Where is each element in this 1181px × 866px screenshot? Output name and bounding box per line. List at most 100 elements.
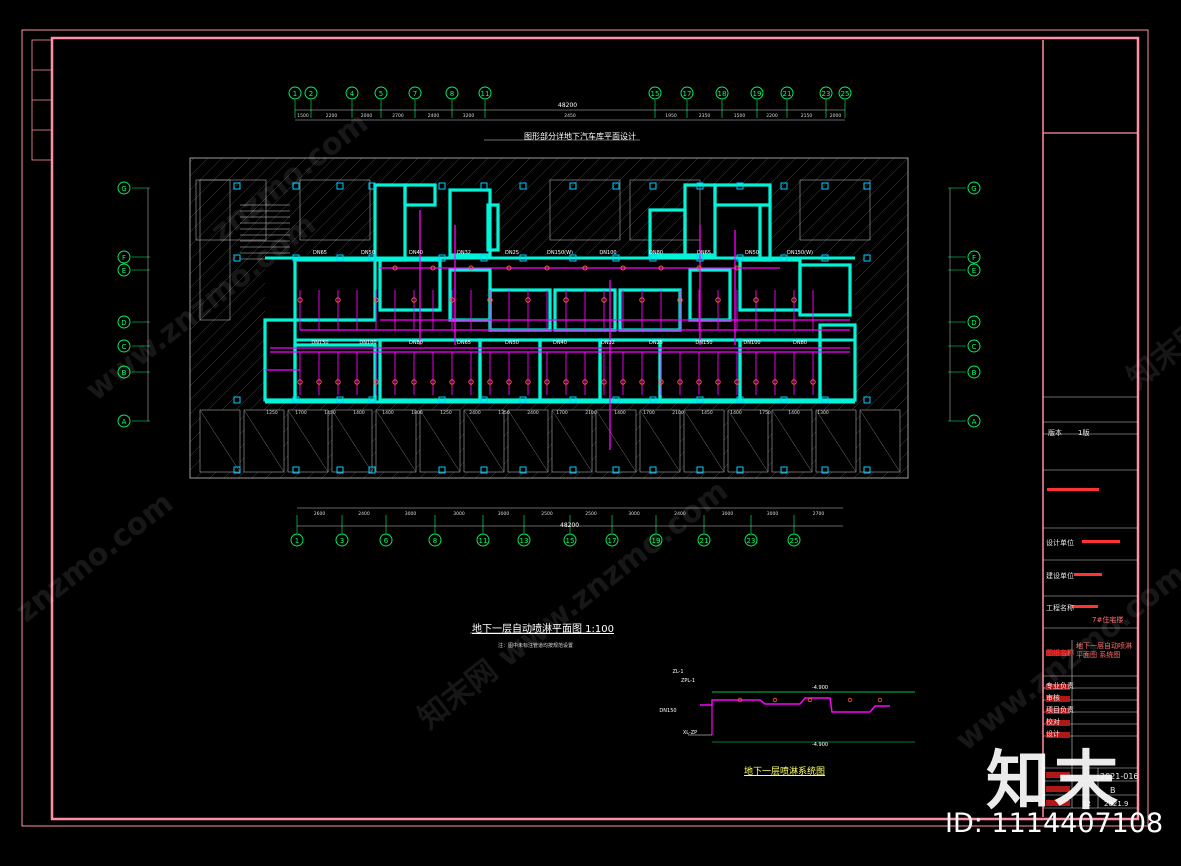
column [821,466,829,474]
core-upper-right [685,185,770,260]
column [438,254,446,262]
axis-label: 17 [683,90,692,98]
hatch-line [190,158,279,247]
tb-red-bar [1047,488,1099,491]
hatch-line [910,158,1181,478]
pipe-size-label: DN65 [457,340,471,346]
sprinkler-heads [297,265,816,385]
parking-diag [331,409,373,473]
dim-text-top: 1950 [665,113,677,119]
sprinkler-head [582,379,588,385]
column [336,396,344,404]
dim-text-bottom: 3000 [722,511,734,517]
dim-text-row: 1400 [353,410,365,416]
axis-bubble [967,263,981,277]
axis-label: A [122,418,127,426]
column [292,182,300,190]
pipe-size-label: DN50 [505,340,519,346]
hatch-line [0,158,166,478]
sprinkler-head [335,379,341,385]
hatch-line [952,158,1181,478]
system-pipe [700,697,890,713]
column [863,466,871,474]
tb-item-value: 7#住宅楼 [1092,616,1124,624]
sprinkler-head [411,297,417,303]
tb-row-4: 设计 [1046,730,1060,738]
column [233,254,241,262]
column [649,182,657,190]
sprinkler-head [411,379,417,385]
axis-label: 21 [783,90,792,98]
sprinkler-head [449,379,455,385]
sprinkler-head [677,379,683,385]
axis-label: 6 [384,537,389,545]
axis-label: G [121,185,126,193]
dim-text-row: 1700 [643,410,655,416]
column [233,182,241,190]
column [612,254,620,262]
dim-text-top: 2400 [428,113,440,119]
hatch-line [0,158,152,478]
tb-revision-label: 版本 [1048,429,1062,437]
dim-text-top: 3200 [463,113,475,119]
dim-text-top: 2150 [801,113,813,119]
tb-red-cell [1046,732,1070,738]
pipe-size-label: DN50 [745,250,759,256]
column [292,254,300,262]
parking-diag [727,409,769,473]
axis-bubble [374,86,388,100]
axis-bubble [117,263,131,277]
upper-room [195,179,267,241]
column [292,466,300,474]
column [612,182,620,190]
pipe-size-label: DN80 [409,340,423,346]
sprinkler-head [791,297,797,303]
axis-label: 15 [651,90,660,98]
tb-red-cell [1046,684,1070,690]
axis-label: 3 [340,537,344,545]
sprinkler-head [449,297,455,303]
sprinkler-head [772,379,778,385]
column [569,254,577,262]
sprinkler-head [620,379,626,385]
system-head [737,697,743,703]
dim-text-row: 1400 [614,410,626,416]
parking-diag [463,409,505,473]
axis-label: 11 [479,537,488,545]
image-id: ID: 1114407108 [945,808,1164,839]
sprinkler-head [487,379,493,385]
system-label: ZPL-1 [681,678,695,684]
axis-label: E [122,267,126,275]
system-label: -4.900 [812,742,828,748]
dim-text-top: 1500 [734,113,746,119]
sprinkler-head [734,379,740,385]
drawing-title: 地下一层自动喷淋平面图 1:100 [472,624,614,635]
parking-diag [419,409,461,473]
column [480,182,488,190]
axis-label: 17 [608,537,617,545]
sprinkler-head [639,379,645,385]
parking-diag [199,409,241,473]
axis-label: 19 [652,537,661,545]
column [336,254,344,262]
sprinkler-head [373,297,379,303]
column [736,254,744,262]
axis-label: F [972,254,976,262]
hatch-line [0,158,138,478]
axis-bubble [750,86,764,100]
axis-label: F [122,254,126,262]
column [863,182,871,190]
axis-bubble [288,86,302,100]
tb-row-2: 项目负责 [1046,706,1074,714]
binding-strip [31,39,53,161]
dim-text-row: 1800 [411,410,423,416]
tb-red-cell [1046,720,1070,726]
axis-label: 4 [350,90,355,98]
dim-text-bottom: 3000 [628,511,640,517]
parking-diag [595,409,637,473]
axis-label: B [972,369,977,377]
